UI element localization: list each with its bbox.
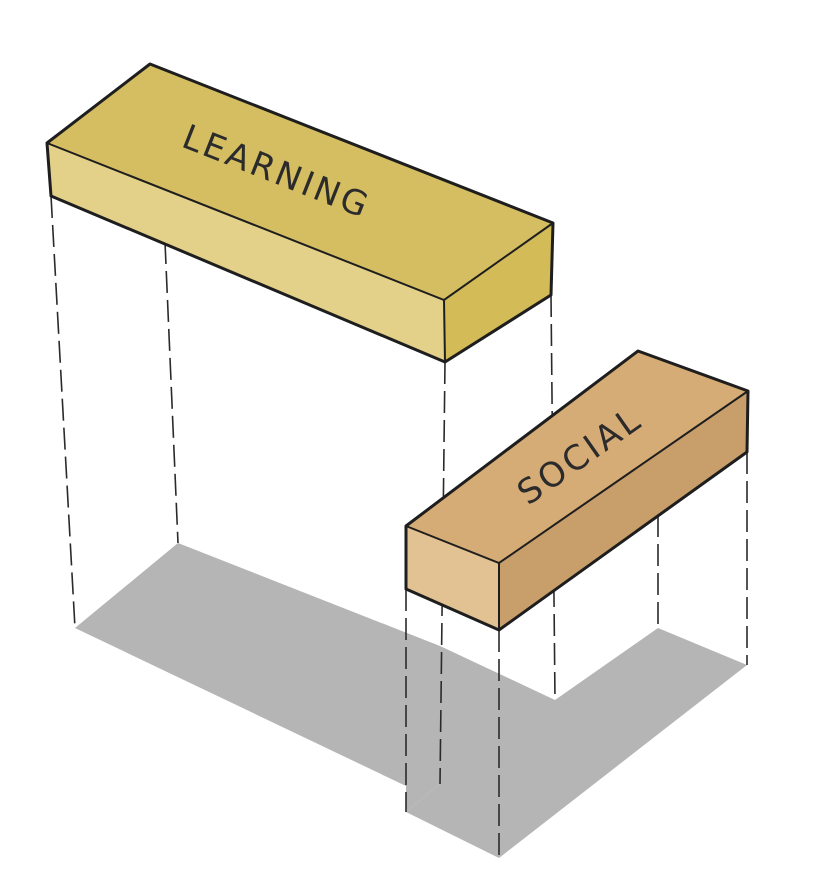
- learning-shadow: [75, 543, 440, 812]
- social-front-face: [406, 526, 499, 630]
- social-projection-lines: [405, 452, 748, 858]
- learning-block: LEARNING: [45, 62, 555, 364]
- learning-side-face: [444, 223, 553, 362]
- social-top-face: [406, 351, 748, 563]
- learning-front-face: [47, 143, 445, 362]
- social-shadow: [406, 628, 747, 858]
- social-block: SOCIAL: [404, 349, 750, 632]
- learning-top-face: [47, 64, 553, 300]
- social-side-face: [499, 391, 748, 630]
